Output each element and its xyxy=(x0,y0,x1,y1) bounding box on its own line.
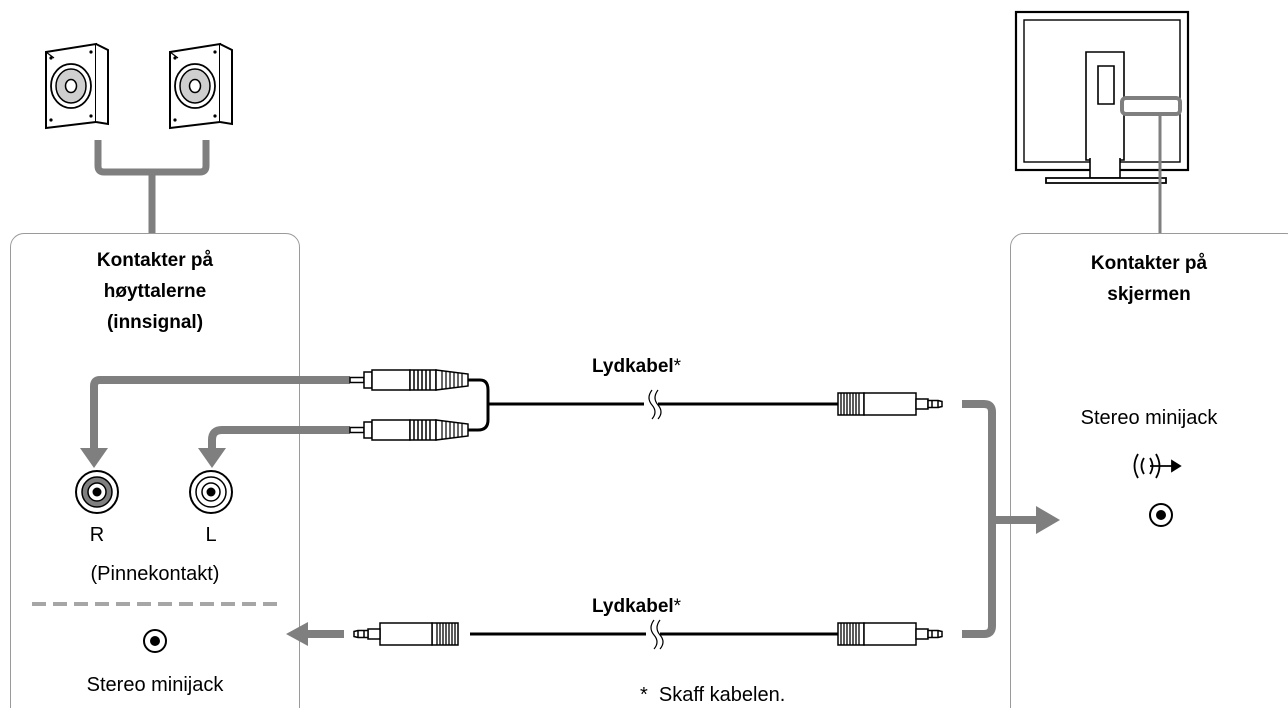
monitor-icon xyxy=(1014,10,1190,184)
bracket-to-monitor xyxy=(962,400,1040,638)
monitor-minijack-label: Stereo minijack xyxy=(1080,407,1218,429)
arrow-to-r-jack xyxy=(90,376,350,456)
minijack-plug-bottom-left xyxy=(353,622,459,646)
cable-label-top-mark: * xyxy=(673,356,682,377)
speaker-right-icon xyxy=(169,43,233,129)
rca-jack-r xyxy=(75,470,119,514)
cable-label-top: Lydkabel* xyxy=(592,356,681,378)
rca-jack-l xyxy=(189,470,233,514)
speaker-link-line xyxy=(94,140,210,233)
pin-r-label: R xyxy=(89,524,105,546)
arrow-to-speaker-minijack xyxy=(286,622,308,646)
rca-plug-red xyxy=(349,369,469,391)
footnote: * Skaff kabelen. xyxy=(640,684,786,706)
cable-label-bottom-text: Lydkabel xyxy=(592,596,674,617)
cable-label-bottom: Lydkabel* xyxy=(592,596,681,618)
monitor-minijack xyxy=(1149,503,1173,527)
speaker-connector-panel xyxy=(10,233,300,708)
monitor-panel-title-line-2: skjermen xyxy=(1107,284,1191,305)
speaker-panel-title-line-1: Kontakter på xyxy=(96,250,214,271)
monitor-panel-title-line-1: Kontakter på xyxy=(1090,253,1208,274)
speaker-panel-title-line-2: høyttalerne xyxy=(103,281,207,302)
rca-plug-white xyxy=(349,419,469,441)
arrow-to-l-jack xyxy=(208,426,350,456)
cable-label-bottom-mark: * xyxy=(673,596,682,617)
audio-out-icon xyxy=(1133,453,1182,479)
monitor-connector-panel xyxy=(1010,233,1288,708)
speaker-left-icon xyxy=(45,43,109,129)
speaker-minijack-label: Stereo minijack xyxy=(86,674,224,696)
minijack-plug-bottom-right xyxy=(837,622,943,646)
arrow-to-monitor-minijack xyxy=(1036,506,1060,534)
pin-connector-caption: (Pinnekontakt) xyxy=(90,563,220,585)
pin-l-label: L xyxy=(205,524,217,546)
speaker-minijack xyxy=(143,629,167,653)
cable-label-top-text: Lydkabel xyxy=(592,356,674,377)
speaker-panel-title-line-3: (innsignal) xyxy=(106,312,204,333)
top-cable-line xyxy=(468,378,838,432)
minijack-plug-top-right xyxy=(837,392,943,416)
